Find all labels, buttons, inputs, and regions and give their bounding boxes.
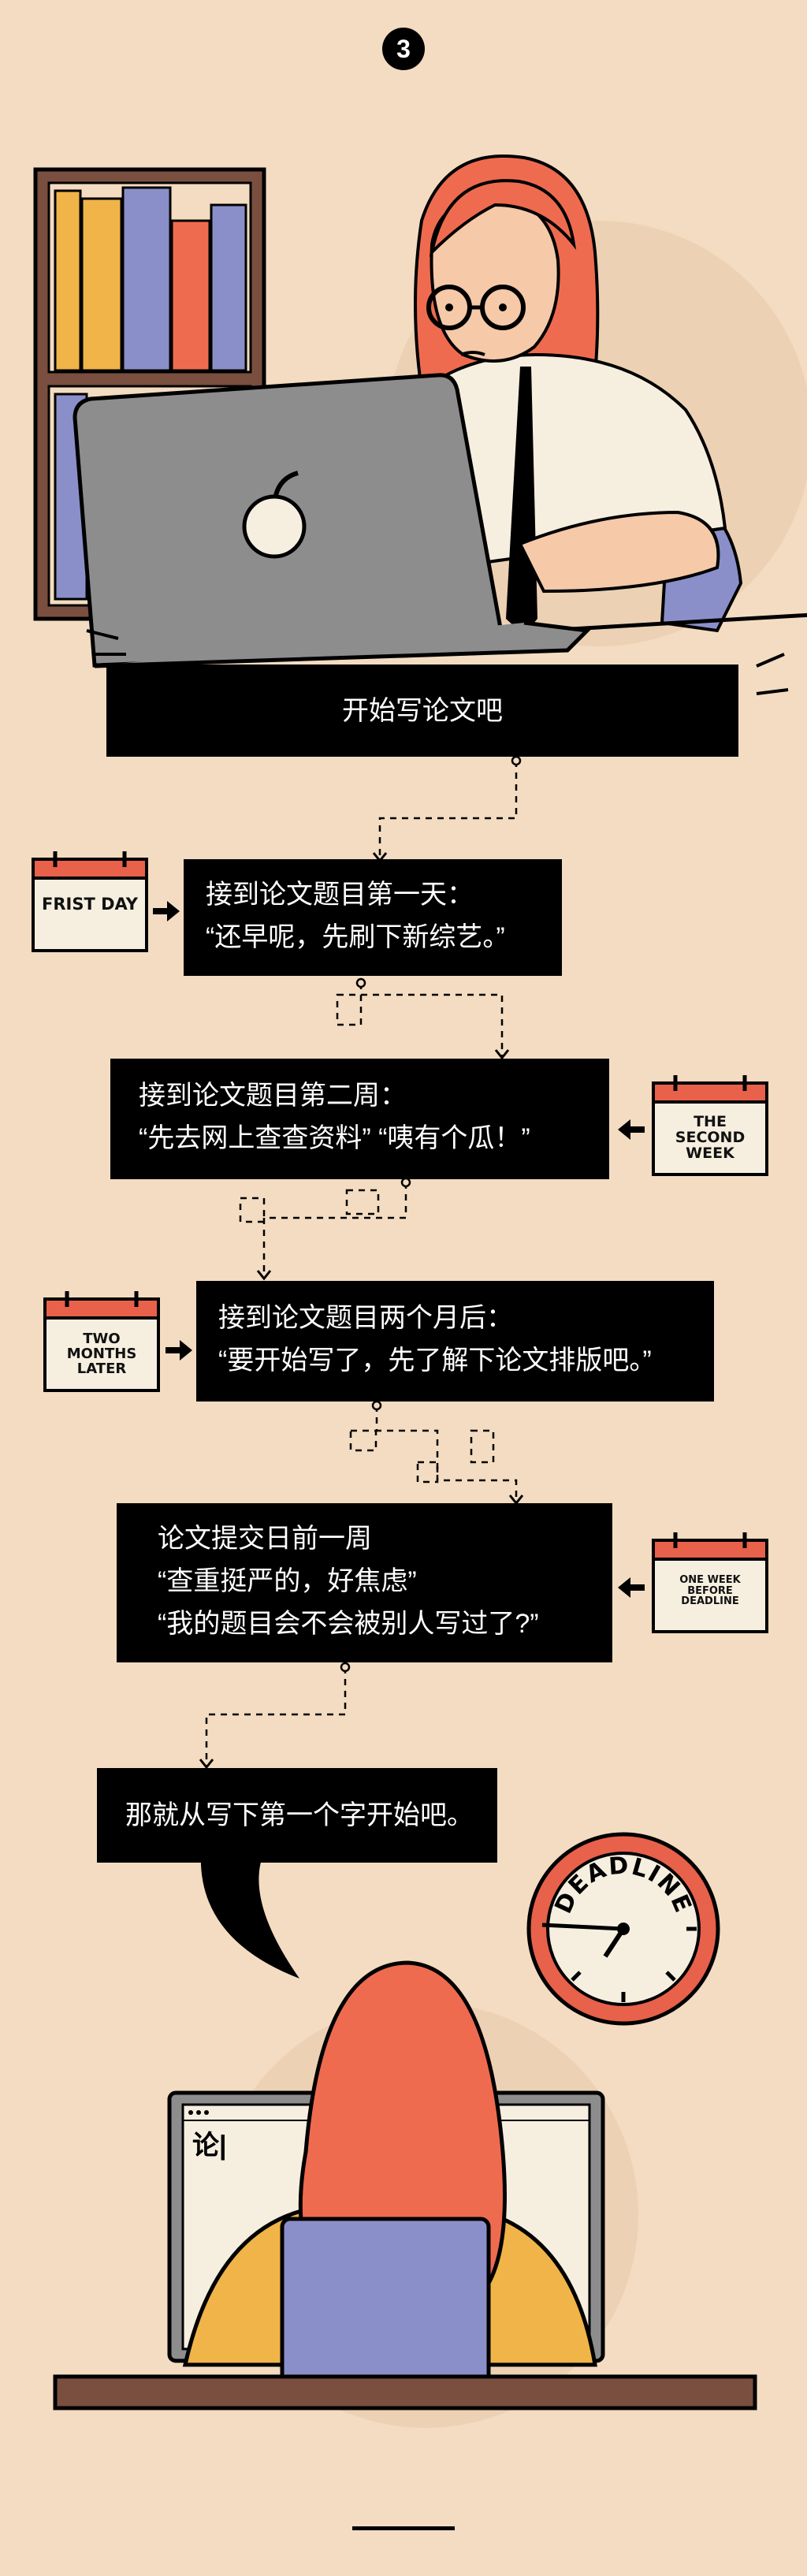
woman-writing-illustration xyxy=(53,1960,757,2428)
milestone-two-months-box: 接到论文题目两个月后： “要开始写了，先了解下论文排版吧。” xyxy=(196,1281,714,1402)
milestone-line: “还早呢，先刷下新综艺。” xyxy=(206,922,505,952)
milestone-line: “查重挺严的，好焦虑” xyxy=(158,1566,417,1596)
final-speech-bubble: 那就从写下第一个字开始吧。 xyxy=(97,1768,497,1863)
calendar-label: THE SECOND WEEK xyxy=(675,1113,746,1162)
calendar-label: FRIST DAY xyxy=(42,895,138,914)
milestone-first-day-box: 接到论文题目第一天： “还早呢，先刷下新综艺。” xyxy=(184,859,562,976)
woman-at-laptop-illustration xyxy=(33,154,807,695)
calendar-label: ONE WEEK BEFORE DEADLINE xyxy=(679,1574,741,1608)
milestone-line: 接到论文题目两个月后： xyxy=(218,1303,513,1333)
milestone-line: “我的题目会不会被别人写过了?” xyxy=(158,1609,539,1639)
laptop-icon xyxy=(73,373,592,668)
milestone-line: “先去网上查查资料” “咦有个瓜！” xyxy=(139,1123,530,1153)
arrow-left-icon xyxy=(618,1577,645,1598)
milestone-line: 接到论文题目第一天： xyxy=(206,880,474,910)
bottom-divider xyxy=(352,2526,455,2530)
milestone-second-week-box: 接到论文题目第二周： “先去网上查查资料” “咦有个瓜！” xyxy=(110,1059,609,1179)
deadline-clock: DEADLINE xyxy=(526,1832,720,2026)
step-number: 3 xyxy=(396,34,411,63)
milestone-line: “要开始写了，先了解下论文排版吧。” xyxy=(218,1346,652,1375)
arrow-left-icon xyxy=(618,1119,645,1140)
calendar-icon xyxy=(43,1291,160,1392)
step-number-badge: 3 xyxy=(382,28,425,70)
arrow-right-icon xyxy=(165,1340,192,1361)
milestone-line: 接到论文题目第二周： xyxy=(139,1081,407,1111)
start-caption-box: 开始写论文吧 xyxy=(106,664,738,757)
start-caption-text: 开始写论文吧 xyxy=(342,695,503,726)
final-bubble-text: 那就从写下第一个字开始吧。 xyxy=(125,1800,474,1830)
milestone-week-before-box: 论文提交日前一周 “查重挺严的，好焦虑” “我的题目会不会被别人写过了?” xyxy=(117,1503,612,1662)
calendar-one-week-before: ONE WEEK BEFORE DEADLINE xyxy=(652,1531,768,1633)
calendar-label: TWO MONTHS LATER xyxy=(66,1331,137,1377)
calendar-first-day: FRIST DAY xyxy=(32,850,148,952)
calendar-icon xyxy=(652,1075,768,1176)
arrow-right-icon xyxy=(153,901,180,921)
calendar-icon xyxy=(32,851,148,952)
speech-bubble-tail xyxy=(200,1852,299,1979)
milestone-line: 论文提交日前一周 xyxy=(158,1524,372,1554)
calendar-two-months-later: TWO MONTHS LATER xyxy=(43,1290,160,1392)
calendar-second-week: THE SECOND WEEK xyxy=(652,1074,768,1176)
calendar-icon xyxy=(652,1532,768,1633)
screen-text: 论| xyxy=(192,2131,227,2161)
